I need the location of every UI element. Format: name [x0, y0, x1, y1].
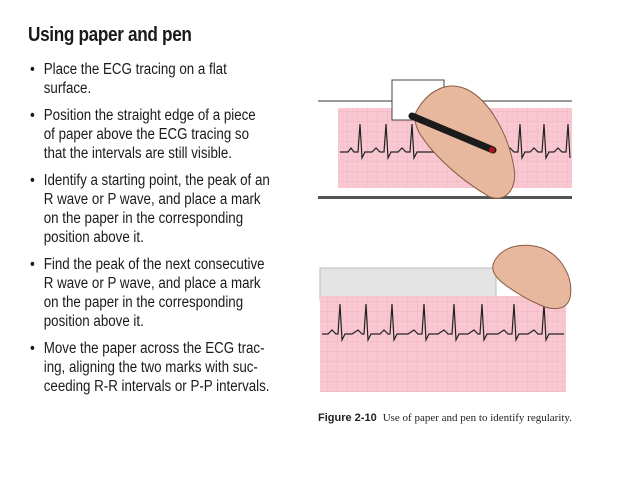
pen [408, 112, 497, 154]
bullet-item: Move the paper across the ECG trac- ing,… [30, 339, 319, 396]
ecg-strip-bottom [320, 296, 566, 392]
bullet-item: Position the straight edge of a piece of… [30, 106, 319, 163]
bullet-item: Find the peak of the next consecutive R … [30, 255, 319, 331]
ecg-figure-illustration [318, 79, 572, 392]
bullet-item: Identify a starting point, the peak of a… [30, 171, 319, 247]
ecg-trace-bottom [322, 303, 564, 343]
hand-top [414, 85, 516, 199]
hand-bottom [492, 244, 572, 309]
slide-title: Using paper and pen [28, 24, 192, 46]
paper-strip [319, 267, 497, 301]
figure-caption-text: Use of paper and pen to identify regular… [382, 412, 572, 424]
bullet-item: Place the ECG tracing on a flat surface. [30, 60, 319, 98]
bottom-panel [319, 244, 572, 392]
figure-label: Figure 2-10 [318, 412, 377, 424]
instruction-list: Place the ECG tracing on a flat surface.… [30, 60, 320, 404]
figure-caption: Figure 2-10 Use of paper and pen to ident… [318, 412, 608, 424]
top-panel [318, 79, 572, 199]
